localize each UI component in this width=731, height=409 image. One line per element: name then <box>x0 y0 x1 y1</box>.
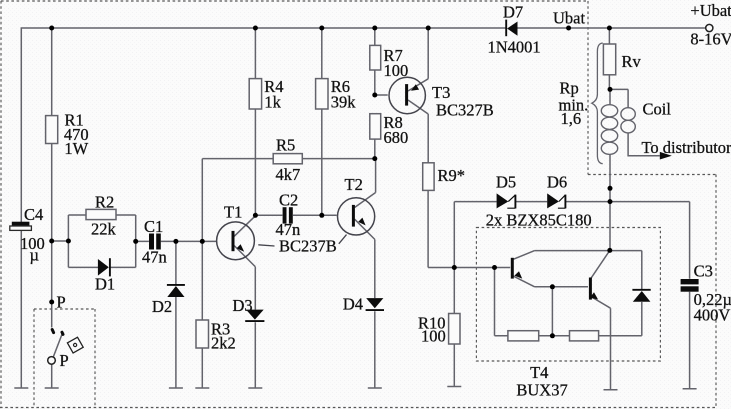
svg-text:C4: C4 <box>24 205 43 224</box>
svg-text:39k: 39k <box>331 92 357 111</box>
svg-text:1k: 1k <box>264 92 281 111</box>
svg-text:100: 100 <box>20 234 45 253</box>
svg-text:47n: 47n <box>142 248 167 267</box>
svg-text:BC237B: BC237B <box>279 237 337 256</box>
svg-text:T1: T1 <box>224 203 242 222</box>
svg-text:8-16V: 8-16V <box>690 30 731 49</box>
svg-text:T2: T2 <box>345 175 363 194</box>
svg-text:R7: R7 <box>384 46 403 65</box>
svg-text:470: 470 <box>64 125 89 144</box>
svg-text:400V: 400V <box>694 305 731 324</box>
svg-text:Coil: Coil <box>643 100 672 119</box>
svg-text:To distributor: To distributor <box>642 138 731 157</box>
svg-text:D7: D7 <box>503 3 523 22</box>
svg-text:Ubat: Ubat <box>553 9 585 28</box>
svg-text:47n: 47n <box>276 220 301 239</box>
svg-text:R1: R1 <box>65 110 84 129</box>
svg-text:P: P <box>57 293 66 312</box>
svg-text:2x BZX85C180: 2x BZX85C180 <box>486 211 592 230</box>
svg-text:R2: R2 <box>95 193 114 212</box>
svg-text:R6: R6 <box>331 77 350 96</box>
svg-text:R3: R3 <box>211 320 230 339</box>
svg-text:100: 100 <box>384 61 409 80</box>
svg-text:R4: R4 <box>264 77 283 96</box>
svg-text:T4: T4 <box>530 363 548 382</box>
svg-text:Rv: Rv <box>622 52 642 71</box>
svg-text:R9*: R9* <box>438 166 466 185</box>
svg-text:2k2: 2k2 <box>211 334 236 353</box>
svg-text:R8: R8 <box>384 113 403 132</box>
svg-text:+Ubat: +Ubat <box>690 1 731 20</box>
svg-text:BC327B: BC327B <box>436 101 494 120</box>
svg-text:1,6: 1,6 <box>561 109 582 128</box>
svg-text:22k: 22k <box>91 220 117 239</box>
svg-text:680: 680 <box>384 128 409 147</box>
svg-text:P: P <box>60 351 69 370</box>
svg-text:D3: D3 <box>233 296 253 315</box>
svg-text:100: 100 <box>421 327 446 346</box>
svg-text:µ: µ <box>30 246 40 265</box>
svg-text:D5: D5 <box>496 173 516 192</box>
svg-text:C3: C3 <box>694 262 713 281</box>
svg-text:Rp: Rp <box>560 79 579 98</box>
svg-text:R10: R10 <box>418 314 446 333</box>
svg-text:0,22µ: 0,22µ <box>694 290 731 309</box>
svg-text:1N4001: 1N4001 <box>488 38 541 57</box>
svg-text:D2: D2 <box>152 297 172 316</box>
svg-text:T3: T3 <box>432 83 450 102</box>
svg-text:R5: R5 <box>276 136 295 155</box>
svg-text:min.: min. <box>559 96 589 115</box>
svg-text:D4: D4 <box>343 295 363 314</box>
svg-text:C2: C2 <box>279 191 298 210</box>
svg-text:D6: D6 <box>547 173 567 192</box>
svg-text:1W: 1W <box>64 139 88 158</box>
svg-text:D1: D1 <box>95 275 115 294</box>
svg-text:BUX37: BUX37 <box>516 380 567 399</box>
svg-text:4k7: 4k7 <box>276 165 301 184</box>
svg-text:C1: C1 <box>144 217 163 236</box>
